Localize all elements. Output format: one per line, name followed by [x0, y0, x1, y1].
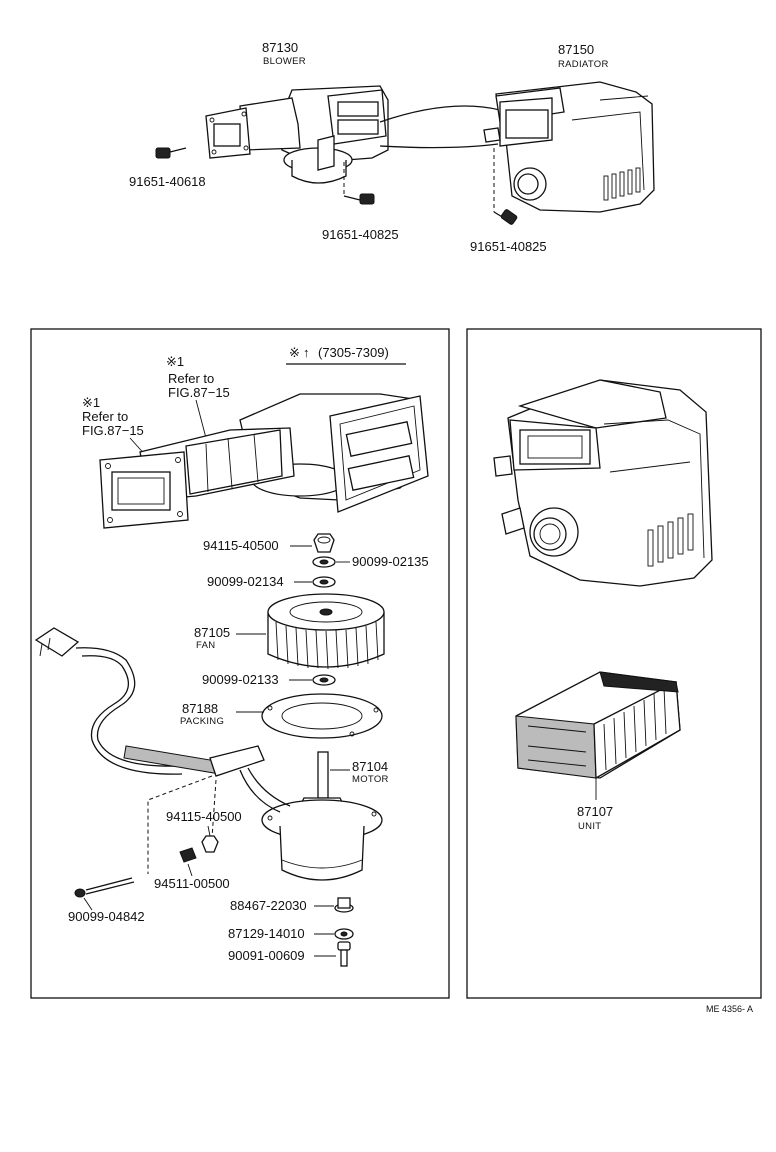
- note-range: (7305-7309): [318, 345, 389, 360]
- radiator-name: RADIATOR: [558, 59, 609, 70]
- screw-91651-40825-mid: [343, 193, 375, 205]
- screw-91651-40618: [155, 147, 187, 159]
- label-washer-small: 94511-00500: [154, 876, 230, 891]
- unit-name: UNIT: [578, 821, 601, 832]
- bolt-90099-04842: [74, 877, 135, 898]
- screw-91651-40825-right: [493, 209, 518, 225]
- right-panel-frame: [466, 328, 762, 999]
- blower-case: [99, 393, 429, 529]
- label-packing-name: PACKING: [180, 716, 224, 727]
- washer-94511-00500: [179, 847, 197, 863]
- radiator-housing-top: [483, 81, 655, 213]
- washer-87129-14010: [334, 928, 354, 940]
- ref-a-line1: Refer to: [168, 371, 214, 386]
- nut-94115-40500: [313, 533, 335, 553]
- top-assembly: [155, 81, 655, 225]
- label-fan-number: 87105: [194, 625, 230, 640]
- blower-name: BLOWER: [263, 56, 306, 67]
- ref-b-line1: Refer to: [82, 409, 128, 424]
- blower-housing-top: [205, 85, 389, 184]
- screw-mid-label: 91651-40825: [322, 227, 399, 242]
- nut-94115-40500-small: [201, 835, 219, 853]
- note-arrow: ↑: [303, 345, 310, 360]
- label-screw-bottom: 90091-00609: [228, 948, 305, 963]
- ref-a-line2: FIG.87−15: [168, 385, 230, 400]
- grommet-88467-22030: [334, 897, 354, 913]
- washer-90099-02134: [312, 576, 336, 588]
- screw-left-label: 91651-40618: [129, 174, 206, 189]
- label-grommet: 88467-22030: [230, 898, 307, 913]
- fan-wheel: [267, 593, 385, 670]
- ref-b-mark: ※1: [82, 395, 100, 410]
- radiator-vent-top: [603, 167, 641, 201]
- label-motor-name: MOTOR: [352, 774, 389, 785]
- label-motor-number: 87104: [352, 759, 388, 774]
- washer-90099-02135: [312, 556, 336, 568]
- screw-right-label: 91651-40825: [470, 239, 547, 254]
- drawing-code: ME 4356- A: [706, 1004, 753, 1014]
- wire-harness: [34, 627, 291, 813]
- packing-ring: [261, 693, 383, 739]
- heater-core-unit: [515, 671, 681, 800]
- label-washer-2: 90099-02134: [207, 574, 284, 589]
- unit-number: 87107: [577, 804, 613, 819]
- ref-b-line2: FIG.87−15: [82, 423, 144, 438]
- label-washer-top: 90099-02135: [352, 554, 429, 569]
- radiator-housing-detail: [493, 379, 713, 587]
- label-fan-name: FAN: [196, 640, 215, 651]
- label-bolt-long: 90099-04842: [68, 909, 145, 924]
- radiator-vent-detail: [647, 513, 694, 567]
- washer-90099-02133: [312, 674, 336, 686]
- label-washer-bottom: 87129-14010: [228, 926, 305, 941]
- label-nut-small: 94115-40500: [166, 809, 242, 824]
- left-panel-frame: [30, 328, 450, 999]
- screw-90091-00609: [337, 941, 351, 967]
- blower-motor: [261, 751, 383, 881]
- note-mark: ※: [289, 345, 300, 360]
- label-washer-3: 90099-02133: [202, 672, 279, 687]
- blower-number: 87130: [262, 40, 298, 55]
- radiator-number: 87150: [558, 42, 594, 57]
- ref-a-mark: ※1: [166, 354, 184, 369]
- label-packing-number: 87188: [182, 701, 218, 716]
- label-nut-top: 94115-40500: [203, 538, 279, 553]
